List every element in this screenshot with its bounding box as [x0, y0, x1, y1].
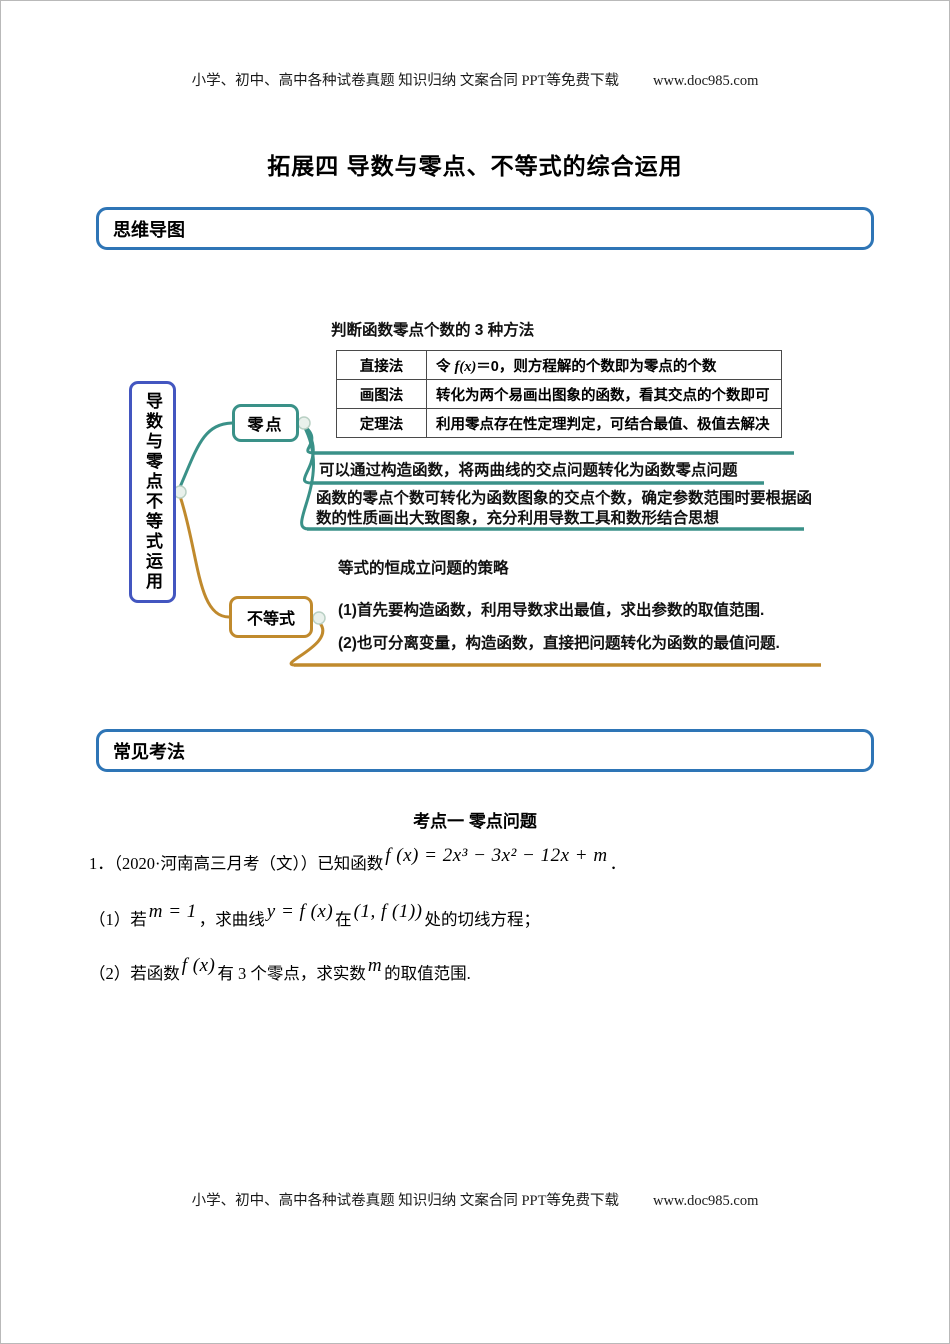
- part2-math-fx: f (x): [181, 955, 216, 976]
- inequality-connector-dot: [312, 611, 326, 625]
- section-box-mindmap: 思维导图: [96, 207, 874, 250]
- zero-branch-note-2: 函数的零点个数可转化为函数图象的交点个数，确定参数范围时要根据函数的性质画出大致…: [316, 490, 813, 527]
- common-methods-section-label: 常见考法: [113, 741, 185, 762]
- header-text: 小学、初中、高中各种试卷真题 知识归纳 文案合同 PPT等免费下载: [191, 73, 619, 89]
- method-desc-cell: 令 f(x)＝0，则方程解的个数即为零点的个数: [426, 350, 782, 380]
- part2-text: 有 3 个零点，求实数: [217, 964, 366, 983]
- method-desc-cell: 利用零点存在性定理判定，可结合最值、极值去解决: [426, 408, 782, 438]
- table-row: 定理法 利用零点存在性定理判定，可结合最值、极值去解决: [336, 408, 782, 438]
- table-row: 直接法 令 f(x)＝0，则方程解的个数即为零点的个数: [336, 350, 782, 380]
- part2-math-m: m: [367, 955, 383, 976]
- desc-text: ＝0，则方程解的个数即为零点的个数: [476, 358, 717, 375]
- connector-root-to-inequality: [178, 494, 231, 619]
- inequality-strategy-1: (1)首先要构造函数，利用导数求出最值，求出参数的取值范围.: [338, 602, 765, 619]
- part1-math-m: m = 1: [148, 901, 197, 922]
- methods-table-title: 判断函数零点个数的 3 种方法: [331, 322, 535, 339]
- connector-inequality-to-underline: [289, 620, 325, 667]
- method-name-cell: 直接法: [336, 350, 427, 380]
- desc-math: f(x): [454, 358, 477, 375]
- part1-math-point: (1, f (1)): [353, 901, 423, 922]
- header-watermark: 小学、初中、高中各种试卷真题 知识归纳 文案合同 PPT等免费下载 www.doc…: [1, 69, 949, 90]
- connector-root-to-zero: [178, 421, 234, 489]
- mindmap-connectors: [173, 416, 821, 667]
- mindmap-zero-node: 零点: [232, 404, 299, 442]
- question-period: ．: [609, 854, 627, 873]
- method-name-cell: 定理法: [336, 408, 427, 438]
- part1-text: 在: [335, 910, 352, 929]
- part1-text: （1）若: [89, 910, 147, 929]
- mindmap-inequality-node: 不等式: [229, 596, 313, 638]
- question-number: 1．: [89, 854, 114, 873]
- question-formula: f (x) = 2x³ − 3x² − 12x + m: [385, 845, 608, 866]
- question-source: （2020·河南高三月考（文））已知函数: [113, 854, 384, 873]
- zero-connector-dot: [297, 416, 311, 430]
- page-title: 拓展四 导数与零点、不等式的综合运用: [267, 153, 683, 179]
- part2-text: 的取值范围.: [384, 964, 471, 983]
- desc-text: 令: [436, 358, 455, 375]
- method-desc-cell: 转化为两个易画出图象的函数，看其交点的个数即可: [426, 379, 782, 409]
- zero-branch-note-1: 可以通过构造函数，将两曲线的交点问题转化为函数零点问题: [319, 462, 738, 479]
- part1-math-curve: y = f (x): [266, 901, 334, 922]
- section-box-common-methods: 常见考法: [96, 729, 874, 772]
- exam-topic-heading: 考点一 零点问题: [413, 812, 537, 831]
- zero-methods-table: 直接法 令 f(x)＝0，则方程解的个数即为零点的个数 画图法 转化为两个易画出…: [336, 350, 782, 438]
- footer-site-url: www.doc985.com: [652, 1193, 759, 1209]
- footer-text: 小学、初中、高中各种试卷真题 知识归纳 文案合同 PPT等免费下载: [191, 1193, 619, 1209]
- method-name-cell: 画图法: [336, 379, 427, 409]
- mindmap-section-label: 思维导图: [113, 219, 185, 240]
- part1-text: 处的切线方程；: [424, 910, 541, 929]
- mindmap-diagram: 导数与零点不等式运用 零点 不等式 判断函数零点个数的 3 种方法 直接法 令 …: [1, 296, 949, 696]
- inequality-branch-header: 等式的恒成立问题的策略: [338, 560, 509, 577]
- part2-text: （2）若函数: [89, 964, 180, 983]
- header-site-url: www.doc985.com: [652, 73, 759, 89]
- connector-zero-to-branch2-underline: [300, 424, 315, 531]
- table-row: 画图法 转化为两个易画出图象的函数，看其交点的个数即可: [336, 379, 782, 409]
- part1-text: ，求曲线: [198, 910, 265, 929]
- footer-watermark: 小学、初中、高中各种试卷真题 知识归纳 文案合同 PPT等免费下载 www.doc…: [1, 1189, 949, 1210]
- inequality-strategy-2: (2)也可分离变量，构造函数，直接把问题转化为函数的最值问题.: [338, 635, 780, 652]
- mindmap-root-node: 导数与零点不等式运用: [129, 381, 176, 603]
